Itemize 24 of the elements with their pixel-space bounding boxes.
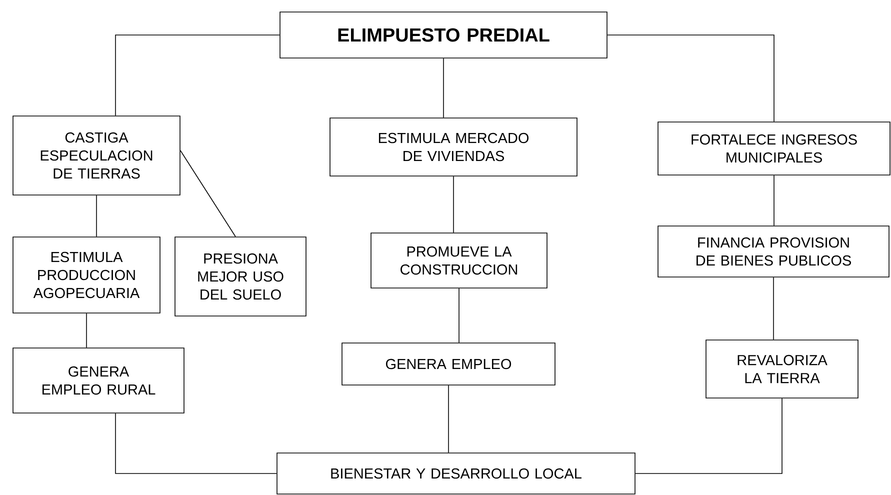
connector-line — [448, 385, 449, 453]
connector-line — [86, 313, 87, 348]
concept-box: ESTIMULA MERCADO DE VIVIENDAS — [330, 118, 578, 176]
connector-line — [453, 176, 454, 233]
title-box: ELIMPUESTO PREDIAL — [280, 12, 608, 58]
connector-line — [635, 398, 782, 474]
connector-line — [115, 34, 280, 116]
concept-box: REVALORIZA LA TIERRA — [706, 340, 858, 398]
concept-box: PRESIONA MEJOR USO DEL SUELO — [174, 236, 306, 316]
concept-box: GENERA EMPLEO — [342, 342, 556, 386]
concept-box: FORTALECE INGRESOS MUNICIPALES — [658, 122, 890, 176]
concept-box: BIENESTAR Y DESARROLLO LOCAL — [276, 452, 636, 494]
connector-line — [607, 34, 774, 122]
connector-line — [773, 277, 774, 340]
connector-line — [443, 58, 444, 118]
concept-box: PROMUEVE LA CONSTRUCCION — [370, 232, 548, 288]
connector-line — [180, 150, 236, 237]
concept-box: GENERA EMPLEO RURAL — [12, 348, 184, 414]
connector-line — [96, 195, 97, 237]
concept-box: CASTIGA ESPECULACION DE TIERRAS — [12, 116, 180, 196]
connector-line — [115, 413, 277, 474]
concept-box: FINANCIA PROVISION DE BIENES PUBLICOS — [658, 226, 890, 278]
concept-box: ESTIMULA PRODUCCION AGOPECUARIA — [12, 236, 160, 314]
connector-line — [458, 288, 460, 343]
